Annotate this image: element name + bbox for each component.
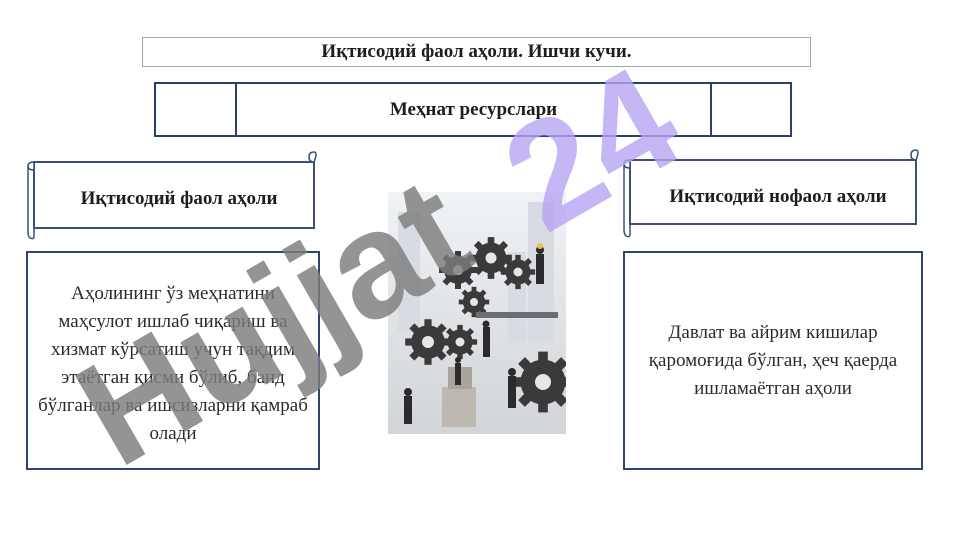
inactive-population-scroll: Иқтисодий нофаол аҳоли [622, 148, 924, 238]
table-cell-empty-left [156, 84, 237, 135]
active-population-definition: Аҳолининг ўз меҳнатини маҳсулот ишлаб чи… [26, 251, 320, 470]
active-population-definition-text: Аҳолининг ўз меҳнатини маҳсулот ишлаб чи… [38, 283, 308, 444]
inactive-population-heading: Иқтисодий нофаол аҳоли [669, 186, 887, 207]
table-cell-empty-right [710, 84, 790, 135]
active-population-heading: Иқтисодий фаол аҳоли [80, 188, 278, 209]
scroll-shape [27, 151, 317, 240]
scroll-shape [623, 149, 919, 238]
labor-resources-table: Меҳнат ресурслари [154, 82, 792, 137]
inactive-population-definition-text: Давлат ва айрим кишилар қаромоғида бўлга… [648, 321, 898, 399]
active-population-scroll: Иқтисодий фаол аҳоли [26, 150, 322, 240]
labor-resources-header: Меҳнат ресурслари [389, 98, 558, 120]
gears-teamwork-illustration [388, 192, 566, 434]
slide-title: Иқтисодий фаол аҳоли. Ишчи кучи. [142, 37, 811, 67]
inactive-population-definition: Давлат ва айрим кишилар қаромоғида бўлга… [623, 251, 923, 470]
